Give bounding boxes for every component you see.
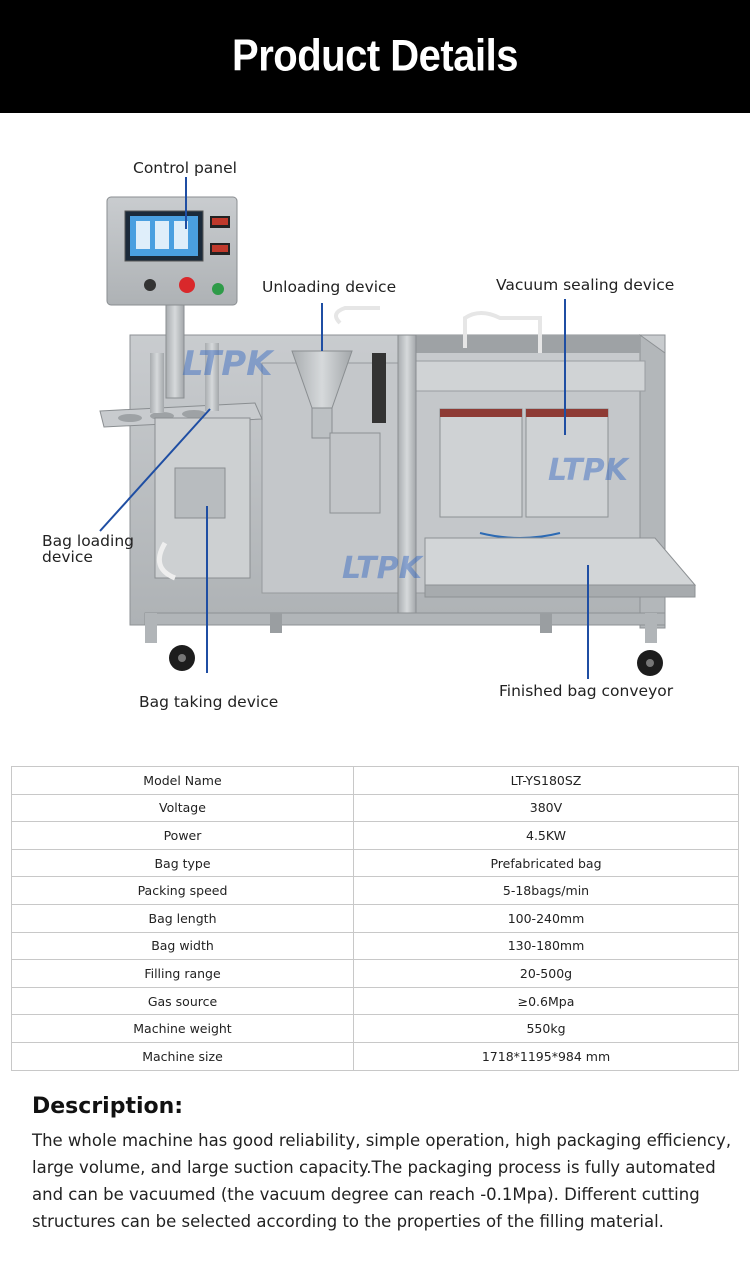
vacuum-chamber-right — [525, 408, 609, 518]
spec-value: ≥0.6Mpa — [353, 986, 739, 1016]
header-banner: Product Details — [0, 0, 750, 113]
vacuum-chamber-left — [439, 408, 523, 518]
spec-value: 20-500g — [353, 959, 739, 988]
spec-value: 380V — [353, 793, 739, 823]
spec-name: Power — [11, 821, 354, 850]
spec-name: Model Name — [11, 766, 354, 795]
label-vacuum-sealing-device: Vacuum sealing device — [496, 276, 675, 294]
watermark-1: LTPK — [182, 344, 275, 384]
spec-value: 100-240mm — [353, 903, 739, 933]
spec-value: Prefabricated bag — [353, 848, 739, 878]
watermark-2: LTPK — [548, 453, 631, 488]
spec-name: Filling range — [11, 959, 354, 988]
spec-value: 550kg — [353, 1014, 739, 1043]
page-title: Product Details — [232, 31, 518, 81]
emergency-stop-button — [179, 277, 195, 293]
spec-value: 1718*1195*984 mm — [353, 1041, 739, 1071]
start-button — [212, 283, 224, 295]
machine-diagram: LTPK LTPK LTPK Control panel Unloading d… — [0, 113, 750, 753]
spec-name: Bag width — [11, 931, 354, 961]
spec-name: Packing speed — [11, 876, 354, 905]
watermark-3: LTPK — [342, 551, 425, 586]
spec-value: LT-YS180SZ — [353, 766, 739, 795]
spec-name: Machine size — [11, 1041, 354, 1071]
label-finished-bag-conveyor: Finished bag conveyor — [499, 682, 674, 700]
spec-name: Voltage — [11, 793, 354, 823]
bag-taking-cylinder — [174, 467, 226, 519]
label-bag-taking-device: Bag taking device — [139, 693, 279, 711]
description-heading: Description: — [32, 1094, 184, 1119]
table-row: Gas source≥0.6Mpa — [11, 986, 739, 1016]
leader-bag-loading — [99, 408, 211, 532]
spec-name: Bag type — [11, 848, 354, 878]
spec-value: 130-180mm — [353, 931, 739, 961]
spec-value: 5-18bags/min — [353, 876, 739, 905]
description-body: The whole machine has good reliability, … — [32, 1131, 732, 1231]
spec-name: Gas source — [11, 986, 354, 1016]
spec-name: Machine weight — [11, 1014, 354, 1043]
label-bag-loading-device: Bag loading device — [42, 532, 134, 566]
finished-bag-conveyor — [424, 537, 697, 586]
label-control-panel: Control panel — [133, 159, 237, 177]
label-unloading-device: Unloading device — [262, 278, 397, 296]
spec-value: 4.5KW — [353, 821, 739, 850]
machine-illustration: LTPK LTPK LTPK — [99, 177, 697, 679]
spec-name: Bag length — [11, 903, 354, 933]
